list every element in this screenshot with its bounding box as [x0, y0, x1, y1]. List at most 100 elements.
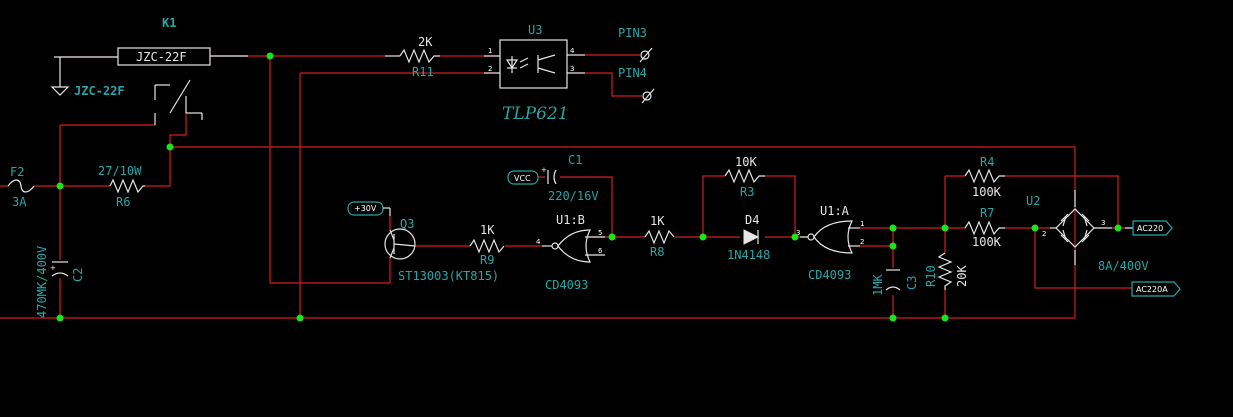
c2-value: 470MK/400V: [35, 246, 49, 318]
junction-node: [1114, 224, 1122, 232]
fuse-f2: F2 3A: [7, 165, 35, 209]
r4-label: R4: [980, 155, 994, 169]
junction-node: [889, 224, 897, 232]
ac220-tag: AC220: [1137, 224, 1163, 233]
vcc-tag: VCC: [514, 174, 531, 183]
junction-node: [608, 233, 616, 241]
k1-contact-switch: [169, 79, 191, 114]
capacitor-c3: 1MK C3: [871, 269, 919, 296]
r7-value: 100K: [972, 235, 1002, 249]
svg-text:4: 4: [536, 238, 541, 246]
diode-d4: D4 1N4148: [727, 213, 770, 262]
r9-label: R9: [480, 253, 494, 267]
pin3-label: PIN3: [618, 26, 647, 40]
u2-value: 8A/400V: [1098, 259, 1149, 273]
junction-node: [296, 314, 304, 322]
f2-label: F2: [10, 165, 24, 179]
u1b-label: U1:B: [556, 213, 585, 227]
resistor-r7: R7 100K: [964, 206, 1005, 249]
relay-k1: K1 JZC-22F JZC-22F: [50, 16, 248, 125]
svg-text:2: 2: [860, 238, 864, 246]
svg-text:+: +: [50, 264, 56, 272]
svg-text:3: 3: [570, 65, 574, 73]
r6-label: R6: [116, 195, 130, 209]
resistor-r3: 10K R3: [724, 155, 765, 199]
junction-nodes: [56, 52, 1122, 322]
junction-node: [889, 314, 897, 322]
r3-label: R3: [740, 185, 754, 199]
f2-value: 3A: [12, 195, 27, 209]
u1b-part: CD4093: [545, 278, 588, 292]
pin3-terminal: [640, 50, 650, 60]
k1-label: K1: [162, 16, 176, 30]
c3-label: C3: [905, 276, 919, 290]
junction-node: [56, 182, 64, 190]
junction-node: [266, 52, 274, 60]
r10-value: 20K: [955, 265, 969, 287]
r11-label: R11: [412, 65, 434, 79]
r6-value: 27/10W: [98, 164, 142, 178]
svg-text:+: +: [541, 166, 547, 174]
resistor-r10: R10 20K: [924, 252, 969, 290]
r8-value: 1K: [650, 214, 665, 228]
gate-u1a: U1:A 3 1 2 CD4093: [796, 204, 864, 282]
svg-text:3: 3: [796, 229, 800, 237]
svg-text:6: 6: [598, 247, 603, 255]
r3-value: 10K: [735, 155, 757, 169]
capacitor-c2: + 470MK/400V C2: [35, 246, 85, 318]
resistor-r11: 2K R11: [385, 35, 440, 79]
q3-part: ST13003(KT815): [398, 269, 499, 283]
q3-label: Q3: [400, 217, 414, 231]
svg-text:2: 2: [488, 65, 492, 73]
r9-value: 1K: [480, 223, 495, 237]
resistor-r8: 1K R8: [644, 214, 675, 259]
connector-pins: PIN3 PIN4: [618, 26, 655, 104]
c2-label: C2: [71, 268, 85, 282]
u3-label: U3: [528, 23, 542, 37]
transistor-q3: +30V Q3 ST13003(KT815): [347, 201, 499, 283]
u1a-part: CD4093: [808, 268, 851, 282]
u1a-label: U1:A: [820, 204, 850, 218]
pin4-label: PIN4: [618, 66, 647, 80]
pin4-terminal: [642, 91, 652, 101]
d4-label: D4: [745, 213, 759, 227]
ac220a-tag: AC220A: [1136, 285, 1168, 294]
k1-coil-label: JZC-22F: [136, 50, 187, 64]
junction-node: [56, 314, 64, 322]
junction-node: [699, 233, 707, 241]
resistor-r4: R4 100K: [964, 155, 1005, 199]
c3-value: 1MK: [871, 274, 885, 296]
junction-node: [941, 224, 949, 232]
r11-value: 2K: [418, 35, 433, 49]
junction-node: [791, 233, 799, 241]
optocoupler-u3: U3 1 2 4 3 TLP621: [484, 23, 585, 124]
ground-symbol: [50, 86, 70, 96]
r7-label: R7: [980, 206, 994, 220]
plus30-tag: +30V: [354, 204, 377, 213]
resistor-r6: 27/10W R6: [98, 164, 145, 209]
d4-part: 1N4148: [727, 248, 770, 262]
ac-tags: AC220 AC220A: [1125, 220, 1181, 297]
r4-value: 100K: [972, 185, 1002, 199]
svg-text:4: 4: [570, 47, 575, 55]
svg-text:5: 5: [598, 229, 602, 237]
capacitor-c1: VCC C1 + 220/16V: [507, 153, 599, 203]
c1-value: 220/16V: [548, 189, 599, 203]
r10-label: R10: [924, 265, 938, 287]
u3-part: TLP621: [502, 104, 569, 124]
svg-text:1: 1: [488, 47, 492, 55]
svg-text:2: 2: [1042, 230, 1046, 238]
gate-u1b: U1:B 4 5 6 CD4093: [536, 213, 605, 292]
resistor-r9: 1K R9: [469, 223, 505, 267]
svg-text:1: 1: [860, 220, 864, 228]
junction-node: [166, 143, 174, 151]
u2-label: U2: [1026, 194, 1040, 208]
junction-node: [889, 242, 897, 250]
junction-node: [1031, 224, 1039, 232]
junction-node: [941, 314, 949, 322]
c1-label: C1: [568, 153, 582, 167]
k1-contact-label: JZC-22F: [74, 84, 125, 98]
r8-label: R8: [650, 245, 664, 259]
svg-text:3: 3: [1101, 219, 1105, 227]
